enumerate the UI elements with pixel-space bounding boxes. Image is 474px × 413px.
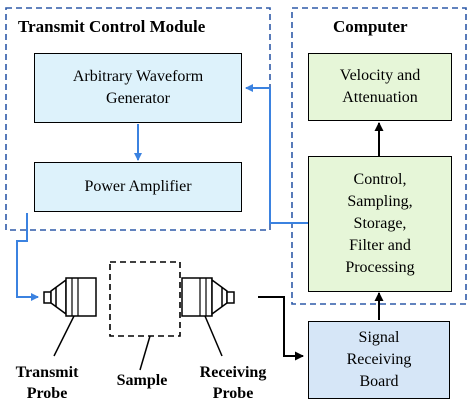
pointer-sample xyxy=(139,335,151,371)
control-label-line3: Storage, xyxy=(353,215,407,232)
receiving-probe-icon xyxy=(181,277,235,317)
awg-label-line2: Generator xyxy=(106,90,170,107)
arrow-amplifier-to-probe xyxy=(16,213,39,301)
signal-board-line2: Receiving xyxy=(346,351,412,368)
velocity-label-line2: Attenuation xyxy=(342,89,418,106)
sample-label: Sample xyxy=(116,372,168,389)
pointer-receiving-probe xyxy=(204,315,223,357)
transmit-probe-icon xyxy=(43,277,97,317)
velocity-box: Velocity and Attenuation xyxy=(308,53,452,121)
arrow-control-to-awg xyxy=(245,84,308,224)
arrow-probe-to-board xyxy=(258,296,304,361)
receiving-probe-line2: Probe xyxy=(212,385,254,402)
signal-receiving-board-box: Signal Receiving Board xyxy=(308,321,450,399)
transmit-module-title: Transmit Control Module xyxy=(18,17,206,36)
sample-box xyxy=(109,261,181,337)
power-amplifier-box: Power Amplifier xyxy=(34,162,242,212)
control-label-line4: Filter and xyxy=(349,237,411,254)
power-amplifier-label: Power Amplifier xyxy=(84,178,192,195)
signal-board-line1: Signal xyxy=(358,329,400,346)
transmit-probe-line2: Probe xyxy=(26,385,68,402)
awg-label-line1: Arbitrary Waveform xyxy=(72,68,204,85)
transmit-probe-line1: Transmit xyxy=(15,364,79,381)
velocity-label-line1: Velocity and xyxy=(339,67,421,84)
awg-box: Arbitrary Waveform Generator xyxy=(34,53,242,123)
control-label-line2: Sampling, xyxy=(347,193,413,210)
control-label-line1: Control, xyxy=(353,171,407,188)
signal-board-line3: Board xyxy=(359,373,399,390)
computer-title: Computer xyxy=(333,17,408,36)
computer-frame xyxy=(291,7,467,305)
control-box: Control, Sampling, Storage, Filter and P… xyxy=(308,156,452,292)
control-label-line5: Processing xyxy=(345,259,415,276)
receiving-probe-line1: Receiving xyxy=(199,364,267,381)
pointer-transmit-probe xyxy=(53,315,75,357)
transmit-probe-label: Transmit Probe xyxy=(8,362,86,404)
receiving-probe-label: Receiving Probe xyxy=(188,362,278,404)
